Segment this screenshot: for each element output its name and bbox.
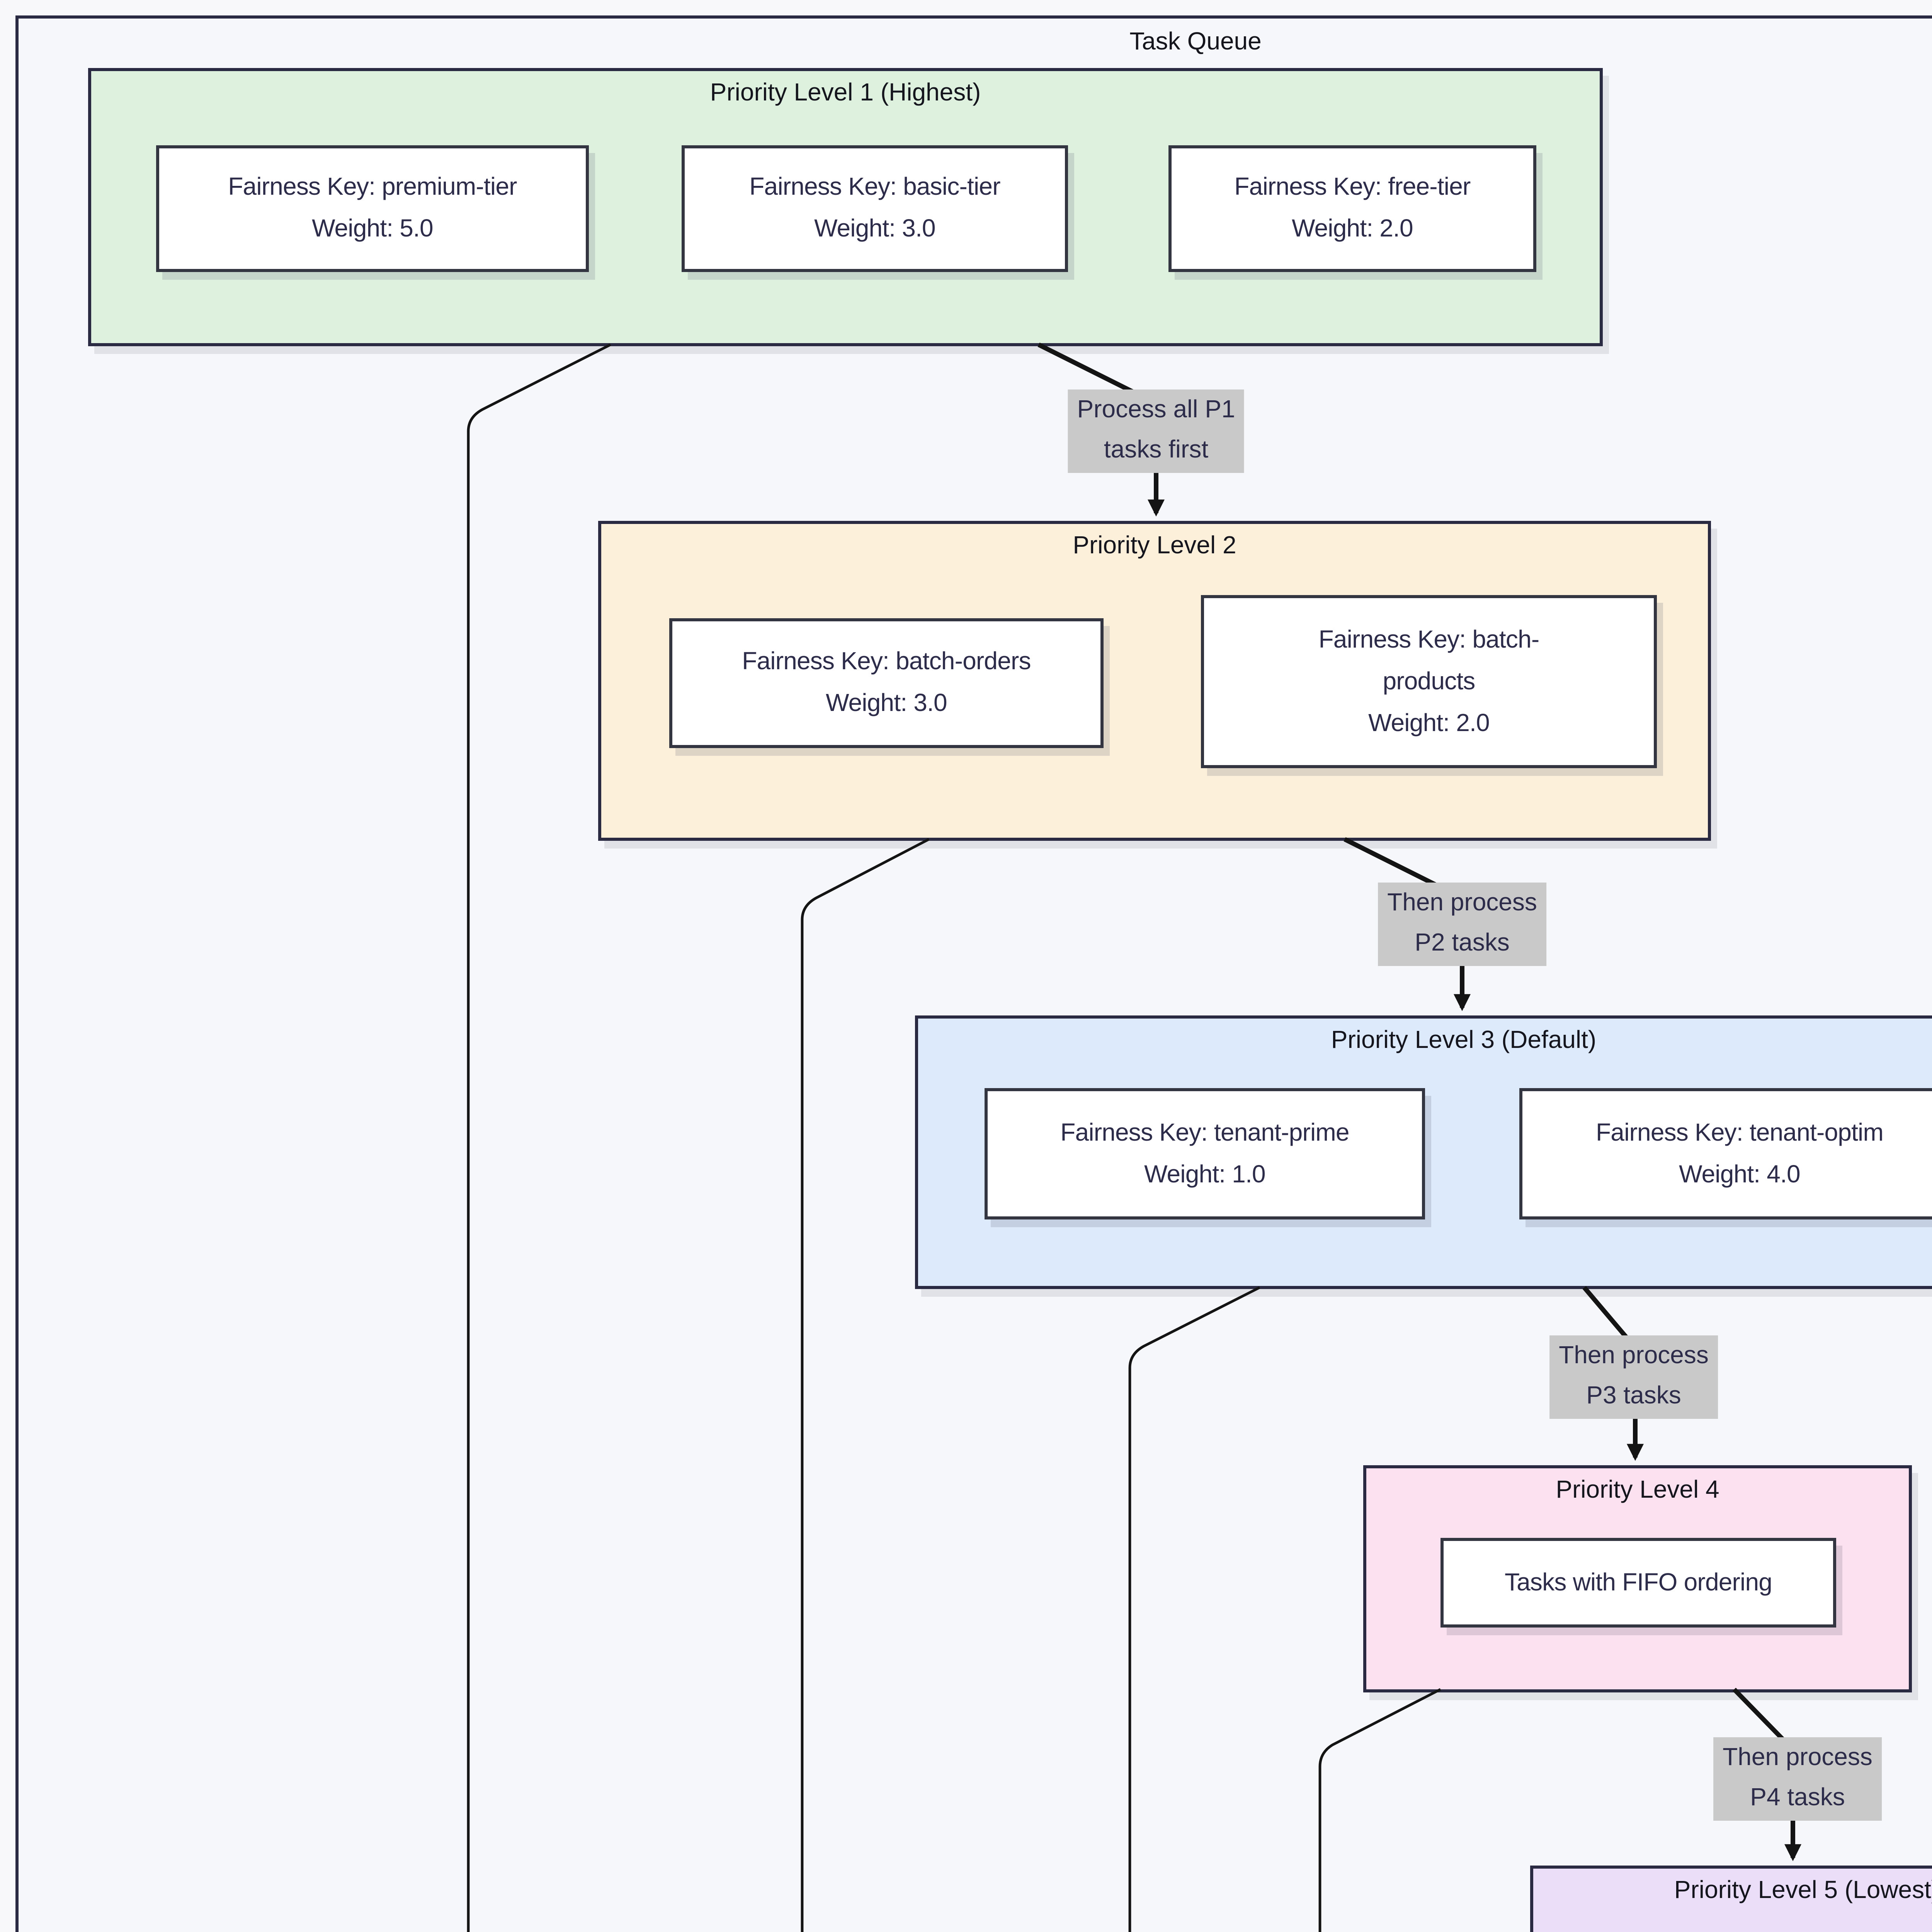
node-batch-products: Fairness Key: batch- products Weight: 2.…: [1201, 595, 1657, 768]
edge-label-p3-p4: Then process P3 tasks: [1549, 1335, 1718, 1419]
node-text: Fairness Key: basic-tier: [749, 175, 1000, 201]
node-batch-orders: Fairness Key: batch-orders Weight: 3.0: [669, 618, 1104, 748]
priority-level-3-group: Priority Level 3 (Default) Fairness Key:…: [915, 1015, 1932, 1289]
edge-label-text: P2 tasks: [1415, 930, 1510, 957]
priority-level-2-title: Priority Level 2: [1073, 533, 1236, 560]
priority-level-3-title: Priority Level 3 (Default): [1331, 1028, 1597, 1054]
node-text: Fairness Key: tenant-prime: [1060, 1120, 1349, 1146]
node-tenant-prime: Fairness Key: tenant-prime Weight: 1.0: [985, 1088, 1425, 1219]
edge-label-text: P3 tasks: [1586, 1383, 1681, 1410]
edge-label-text: Then process: [1387, 890, 1537, 917]
edge-label-p4-p5: Then process P4 tasks: [1713, 1737, 1882, 1821]
task-queue-container: Task Queue Priority Level 1 (Highest) Fa…: [15, 15, 1932, 1932]
node-basic-tier: Fairness Key: basic-tier Weight: 3.0: [682, 145, 1068, 272]
edge-label-text: P4 tasks: [1750, 1785, 1845, 1811]
edge-label-text: Process all P1: [1077, 397, 1235, 423]
node-text: Tasks with FIFO ordering: [1504, 1570, 1772, 1596]
edge-label-text: tasks first: [1104, 437, 1209, 464]
node-text: Weight: 4.0: [1679, 1162, 1801, 1188]
task-queue-title: Task Queue: [1129, 29, 1262, 56]
priority-level-5-title: Priority Level 5 (Lowest): [1674, 1878, 1932, 1904]
node-free-tier: Fairness Key: free-tier Weight: 2.0: [1168, 145, 1536, 272]
edge-label-p1-p2: Process all P1 tasks first: [1068, 389, 1245, 473]
edge-label-p2-p3: Then process P2 tasks: [1378, 883, 1546, 966]
node-text: Weight: 5.0: [312, 216, 434, 243]
priority-level-2-group: Priority Level 2 Fairness Key: batch-ord…: [598, 521, 1711, 841]
node-text: Fairness Key: batch-orders: [742, 649, 1031, 675]
node-text: products: [1383, 668, 1475, 695]
node-tenant-optim: Fairness Key: tenant-optim Weight: 4.0: [1519, 1088, 1932, 1219]
node-text: Weight: 2.0: [1368, 710, 1490, 736]
edge-label-text: Then process: [1723, 1745, 1872, 1771]
node-text: Weight: 3.0: [814, 216, 936, 243]
node-premium-tier: Fairness Key: premium-tier Weight: 5.0: [156, 145, 589, 272]
node-text: Fairness Key: premium-tier: [228, 175, 517, 201]
edge-label-text: Then process: [1559, 1343, 1709, 1369]
node-text: Fairness Key: free-tier: [1234, 175, 1471, 201]
priority-level-1-group: Priority Level 1 (Highest) Fairness Key:…: [88, 68, 1603, 346]
node-text: Weight: 1.0: [1144, 1162, 1266, 1188]
node-text: Fairness Key: batch-: [1318, 627, 1540, 653]
node-p4-fifo: Tasks with FIFO ordering: [1440, 1538, 1836, 1628]
priority-level-1-title: Priority Level 1 (Highest): [710, 80, 981, 107]
priority-level-5-group: Priority Level 5 (Lowest) Tasks with FIF…: [1530, 1866, 1932, 1932]
node-text: Fairness Key: tenant-optim: [1596, 1120, 1884, 1146]
priority-level-4-group: Priority Level 4 Tasks with FIFO orderin…: [1363, 1465, 1912, 1692]
priority-level-4-title: Priority Level 4: [1556, 1478, 1719, 1504]
node-text: Weight: 3.0: [826, 691, 947, 717]
node-text: Weight: 2.0: [1292, 216, 1413, 243]
